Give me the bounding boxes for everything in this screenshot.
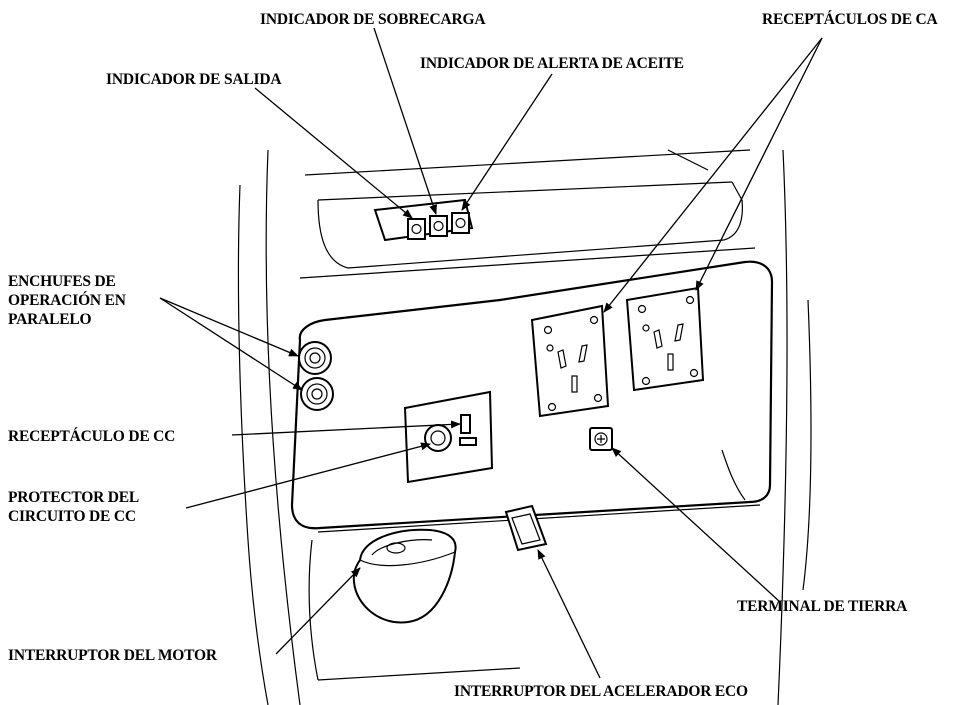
ac-receptacle-left (532, 306, 608, 416)
label-ground-terminal: TERMINAL DE TIERRA (737, 598, 908, 615)
eco-throttle-switch (506, 506, 546, 550)
generator-body-outline (238, 150, 811, 705)
parallel-socket-lower (301, 378, 333, 410)
label-dc-protector-line2: CIRCUITO DE CC (8, 508, 136, 525)
parallel-socket-upper (299, 342, 331, 374)
overload-indicator-lamp (430, 216, 447, 236)
oil-alert-indicator-lamp (452, 213, 469, 233)
engine-switch-knob (354, 530, 456, 623)
label-parallel-sockets-line3: PARALELO (8, 311, 92, 328)
leader-lines (160, 28, 822, 678)
dc-circuit-protector (425, 425, 451, 451)
ground-terminal (590, 428, 612, 450)
label-output-indicator: INDICADOR DE SALIDA (106, 71, 282, 88)
output-indicator-lamp (408, 219, 425, 239)
label-overload-indicator: INDICADOR DE SOBRECARGA (260, 11, 486, 28)
label-parallel-sockets-line2: OPERACIÓN EN (8, 292, 126, 309)
label-ac-receptacles: RECEPTÁCULOS DE CA (762, 11, 939, 28)
label-dc-protector-line1: PROTECTOR DEL (8, 489, 139, 506)
label-parallel-sockets-line1: ENCHUFES DE (8, 273, 116, 290)
ac-receptacle-right (627, 288, 703, 390)
label-engine-switch: INTERRUPTOR DEL MOTOR (8, 647, 218, 664)
label-eco-throttle-switch: INTERRUPTOR DEL ACELERADOR ECO (454, 683, 748, 700)
label-dc-receptacle: RECEPTÁCULO DE CC (8, 428, 175, 445)
label-oil-alert-indicator: INDICADOR DE ALERTA DE ACEITE (420, 55, 684, 72)
